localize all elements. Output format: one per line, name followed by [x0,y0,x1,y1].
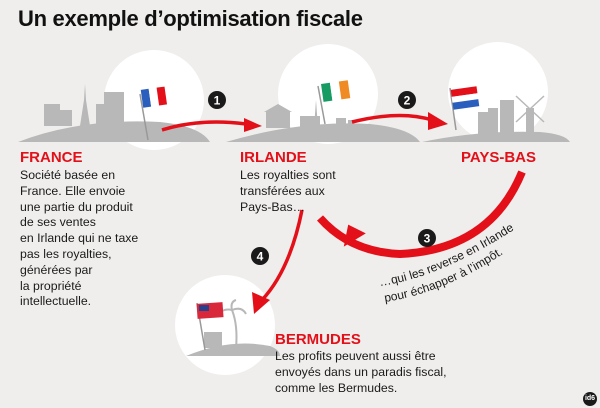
step-badge-1 [208,91,226,109]
paysbas-label: PAYS-BAS [461,149,537,166]
france-line: intellectuelle. [20,294,92,309]
france-line: France. Elle envoie [20,183,126,198]
irlande-line: Pays-Bas… [240,199,305,214]
id6-logo: id6 [583,392,597,406]
irlande-label: IRLANDE [240,149,307,166]
bermudes-illustration [175,275,280,375]
step-number-4: 4 [257,250,264,264]
step-number-2: 2 [404,94,411,108]
france-description: Société basée en France. Elle envoie une… [20,168,138,310]
france-line: générées par [20,262,93,277]
step-badge-2 [398,91,416,109]
bermudes-label: BERMUDES [275,331,361,348]
irlande-line: Les royalties sont [240,168,336,182]
france-illustration [18,50,210,150]
bermudes-line: Les profits peuvent aussi être [275,349,436,363]
arrow-3 [317,170,526,259]
bermudes-line: comme les Bermudes. [275,380,398,395]
bermudes-line: envoyés dans un paradis fiscal, [275,364,447,379]
arrow-1 [161,118,262,132]
step-number-1: 1 [214,94,221,108]
arrow-2 [351,112,448,130]
step-number-3: 3 [424,232,431,246]
page-title: Un exemple d’optimisation fiscale [18,6,363,31]
france-line: la propriété [20,278,82,293]
arrow-4 [252,209,304,314]
irlande-description: Les royalties sont transférées aux Pays-… [240,168,336,215]
france-label: FRANCE [20,149,83,166]
irlande-line: transférées aux [240,183,325,198]
step-badge-4 [251,247,269,265]
paysbas-illustration [422,42,570,142]
france-line: en Irlande qui ne taxe [20,231,139,246]
france-line: pas les royalties, [20,246,112,261]
france-line: de ses ventes [20,215,96,230]
step-badge-3 [418,229,436,247]
france-line: Société basée en [20,168,116,182]
irlande-illustration [226,44,420,144]
france-line: une partie du produit [20,199,133,214]
bermudes-description: Les profits peuvent aussi être envoyés d… [275,349,447,396]
